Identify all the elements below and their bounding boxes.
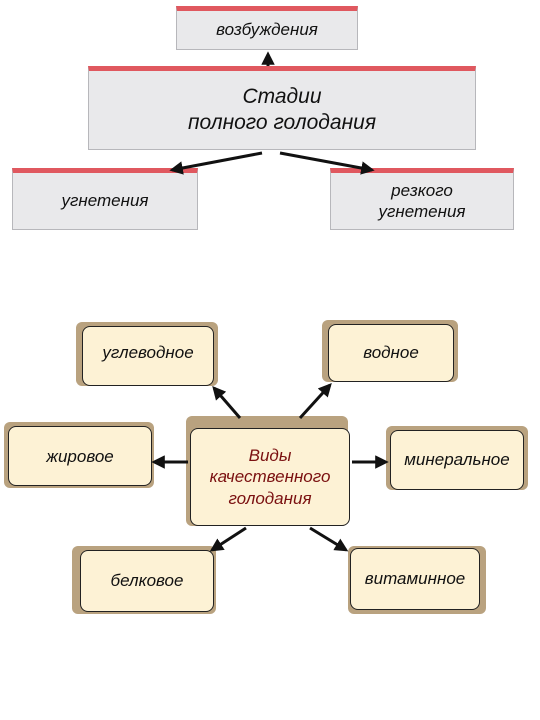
- arrow-to-water: [298, 383, 332, 420]
- carbohydrate-label: углеводное: [102, 343, 194, 362]
- mineral-box: минеральное: [390, 430, 524, 490]
- arrow-to-depression: [169, 151, 263, 175]
- fat-label: жировое: [46, 447, 114, 466]
- water-label: водное: [363, 343, 419, 362]
- center-label: Виды качественного голодания: [209, 446, 331, 508]
- protein-label: белковое: [110, 571, 184, 590]
- water-box: водное: [328, 324, 454, 382]
- depression-stage-label: угнетения: [61, 191, 149, 211]
- protein-box: белковое: [80, 550, 214, 612]
- stages-label: Стадии полного голодания: [187, 84, 377, 134]
- mineral-label: минеральное: [404, 450, 510, 469]
- excitation-stage-box: возбуждения: [176, 6, 358, 50]
- arrow-to-vitamin: [309, 526, 349, 552]
- arrow-to-severe-depression: [279, 151, 375, 175]
- excitation-stage-label: возбуждения: [216, 20, 318, 40]
- vitamin-label: витаминное: [364, 569, 466, 588]
- carbohydrate-box: углеводное: [82, 326, 214, 386]
- fat-box: жировое: [8, 426, 152, 486]
- arrow-to-carbohydrate: [212, 385, 242, 419]
- center-box: Виды качественного голодания: [190, 428, 350, 526]
- severe-depression-stage-label: резкого угнетения: [378, 180, 466, 221]
- vitamin-box: витаминное: [350, 548, 480, 610]
- depression-stage-box: угнетения: [12, 168, 198, 230]
- stages-box: Стадии полного голодания: [88, 66, 476, 150]
- severe-depression-stage-box: резкого угнетения: [330, 168, 514, 230]
- arrow-to-protein: [209, 526, 247, 552]
